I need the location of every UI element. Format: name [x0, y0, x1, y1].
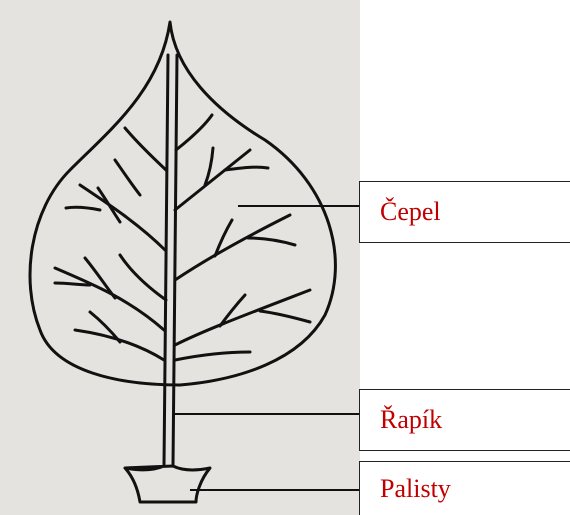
leader-line-petiole — [173, 413, 360, 415]
label-blade: Čepel — [360, 197, 441, 227]
label-stipules: Palisty — [360, 474, 451, 504]
leader-line-blade — [238, 205, 360, 207]
leaf-drawing-photo — [0, 0, 360, 515]
leader-line-stipules — [190, 489, 360, 491]
label-box-stipules: Palisty — [359, 461, 570, 515]
label-petiole: Řapík — [360, 405, 442, 435]
label-box-blade: Čepel — [359, 181, 570, 243]
label-box-petiole: Řapík — [359, 389, 570, 451]
